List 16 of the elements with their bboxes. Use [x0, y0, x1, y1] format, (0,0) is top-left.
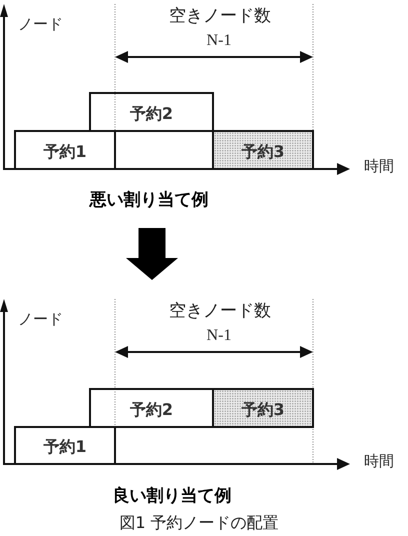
- axis-label: 時間: [364, 157, 394, 175]
- dimension-label: 空きノード数: [169, 6, 271, 26]
- dimension-value: N-1: [206, 31, 232, 50]
- dimension-value: N-1: [206, 326, 232, 346]
- reservation-block: 予約1: [14, 130, 116, 170]
- axis-label: ノード: [18, 15, 63, 33]
- axis-label: ノード: [18, 310, 63, 328]
- example-heading: 悪い割り当て例: [90, 190, 208, 210]
- example-heading: 良い割り当て例: [112, 486, 232, 506]
- reservation-block: 予約3: [212, 388, 314, 428]
- reservation-block: 予約1: [14, 426, 116, 465]
- axis-label: 時間: [364, 452, 394, 470]
- dimension-label: 空きノード数: [169, 301, 271, 322]
- reservation-block: 予約2: [89, 92, 214, 132]
- figure-caption: 図1 予約ノードの配置: [119, 513, 279, 533]
- reservation-block: 予約3: [212, 130, 314, 170]
